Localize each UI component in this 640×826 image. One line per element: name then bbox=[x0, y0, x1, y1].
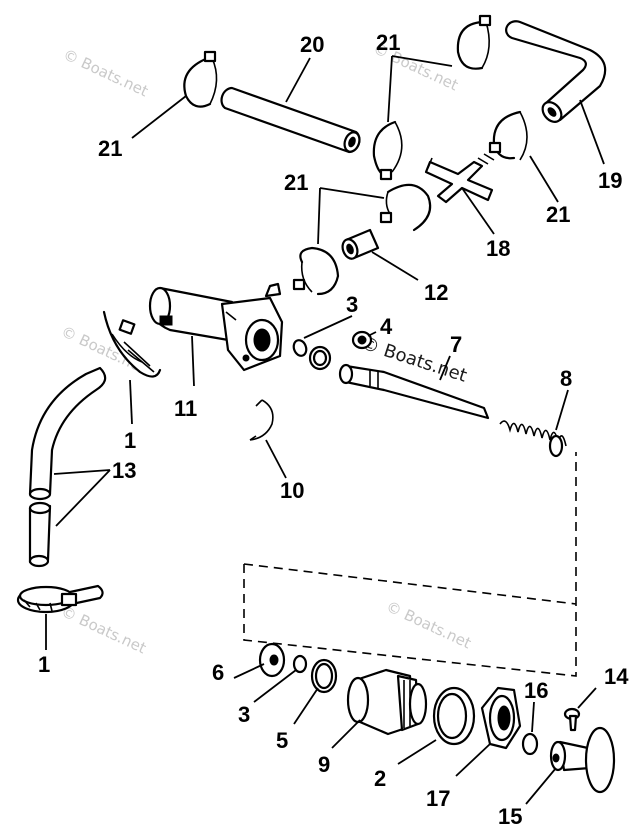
label-part-5: 5 bbox=[276, 728, 288, 753]
clamp-part-21-d bbox=[488, 110, 528, 161]
label-part-21: 21 bbox=[98, 136, 122, 161]
label-part-7: 7 bbox=[450, 332, 462, 357]
clamp-part-1-lower bbox=[16, 584, 104, 614]
label-part-11: 11 bbox=[174, 396, 197, 421]
o-ring-part-3-upper bbox=[292, 339, 308, 357]
watermark: © Boats.net bbox=[60, 45, 151, 100]
spring-part-8 bbox=[499, 420, 567, 458]
label-part-21: 21 bbox=[546, 202, 570, 227]
clamp-part-21-b bbox=[456, 14, 492, 70]
label-part-12: 12 bbox=[424, 280, 448, 305]
leader-lines bbox=[45, 55, 605, 805]
clamp-part-1-upper bbox=[102, 310, 162, 378]
label-part-3: 3 bbox=[346, 292, 358, 317]
o-ring-large bbox=[308, 345, 332, 371]
o-ring-part-16 bbox=[521, 732, 539, 756]
screw-part-14 bbox=[563, 707, 581, 732]
sleeve-part-12 bbox=[341, 228, 380, 260]
o-ring-part-5 bbox=[310, 658, 338, 694]
label-part-14: 14 bbox=[604, 664, 629, 689]
assembly-guide-dashes bbox=[243, 452, 577, 677]
ring-part-2 bbox=[432, 686, 476, 746]
label-part-13: 13 bbox=[112, 458, 136, 483]
label-part-18: 18 bbox=[486, 236, 510, 261]
cap-nut-part-17 bbox=[480, 686, 522, 750]
hose-part-13 bbox=[28, 366, 107, 568]
label-part-16: 16 bbox=[524, 678, 548, 703]
washer-part-4 bbox=[351, 330, 373, 350]
label-part-9: 9 bbox=[318, 752, 330, 777]
washer-part-6 bbox=[258, 642, 286, 678]
part-number-labels: 20 21 21 19 21 21 18 12 3 4 7 8 11 1 13 … bbox=[38, 30, 629, 826]
label-part-10: 10 bbox=[280, 478, 304, 503]
label-part-17: 17 bbox=[426, 786, 450, 811]
label-part-2: 2 bbox=[374, 766, 386, 791]
label-part-20: 20 bbox=[300, 32, 324, 57]
knob-part-15 bbox=[549, 726, 616, 794]
label-part-3: 3 bbox=[238, 702, 250, 727]
retaining-ring-part-10 bbox=[249, 399, 274, 441]
label-part-6: 6 bbox=[212, 660, 224, 685]
clamp-part-21-e bbox=[379, 183, 432, 232]
clamp-part-21-c bbox=[372, 120, 403, 181]
plunger-part-7 bbox=[338, 363, 490, 420]
label-part-4: 4 bbox=[380, 314, 393, 339]
housing-part-9 bbox=[346, 668, 428, 736]
o-ring-part-3-lower bbox=[292, 654, 308, 674]
label-part-21: 21 bbox=[284, 170, 308, 195]
watermark: © Boats.net bbox=[383, 597, 474, 652]
hose-part-20 bbox=[220, 86, 361, 154]
tee-fitting-part-18 bbox=[424, 153, 495, 204]
label-part-1: 1 bbox=[124, 428, 136, 453]
clamp-part-21-f bbox=[292, 246, 340, 296]
label-part-19: 19 bbox=[598, 168, 622, 193]
label-part-21: 21 bbox=[376, 30, 400, 55]
pump-body-part-11 bbox=[148, 282, 284, 372]
clamp-part-21-a bbox=[183, 50, 218, 108]
hose-part-19 bbox=[505, 20, 607, 123]
watermark: © Boats.net bbox=[58, 602, 149, 657]
label-part-8: 8 bbox=[560, 366, 572, 391]
label-part-15: 15 bbox=[498, 804, 522, 826]
label-part-1: 1 bbox=[38, 652, 50, 677]
